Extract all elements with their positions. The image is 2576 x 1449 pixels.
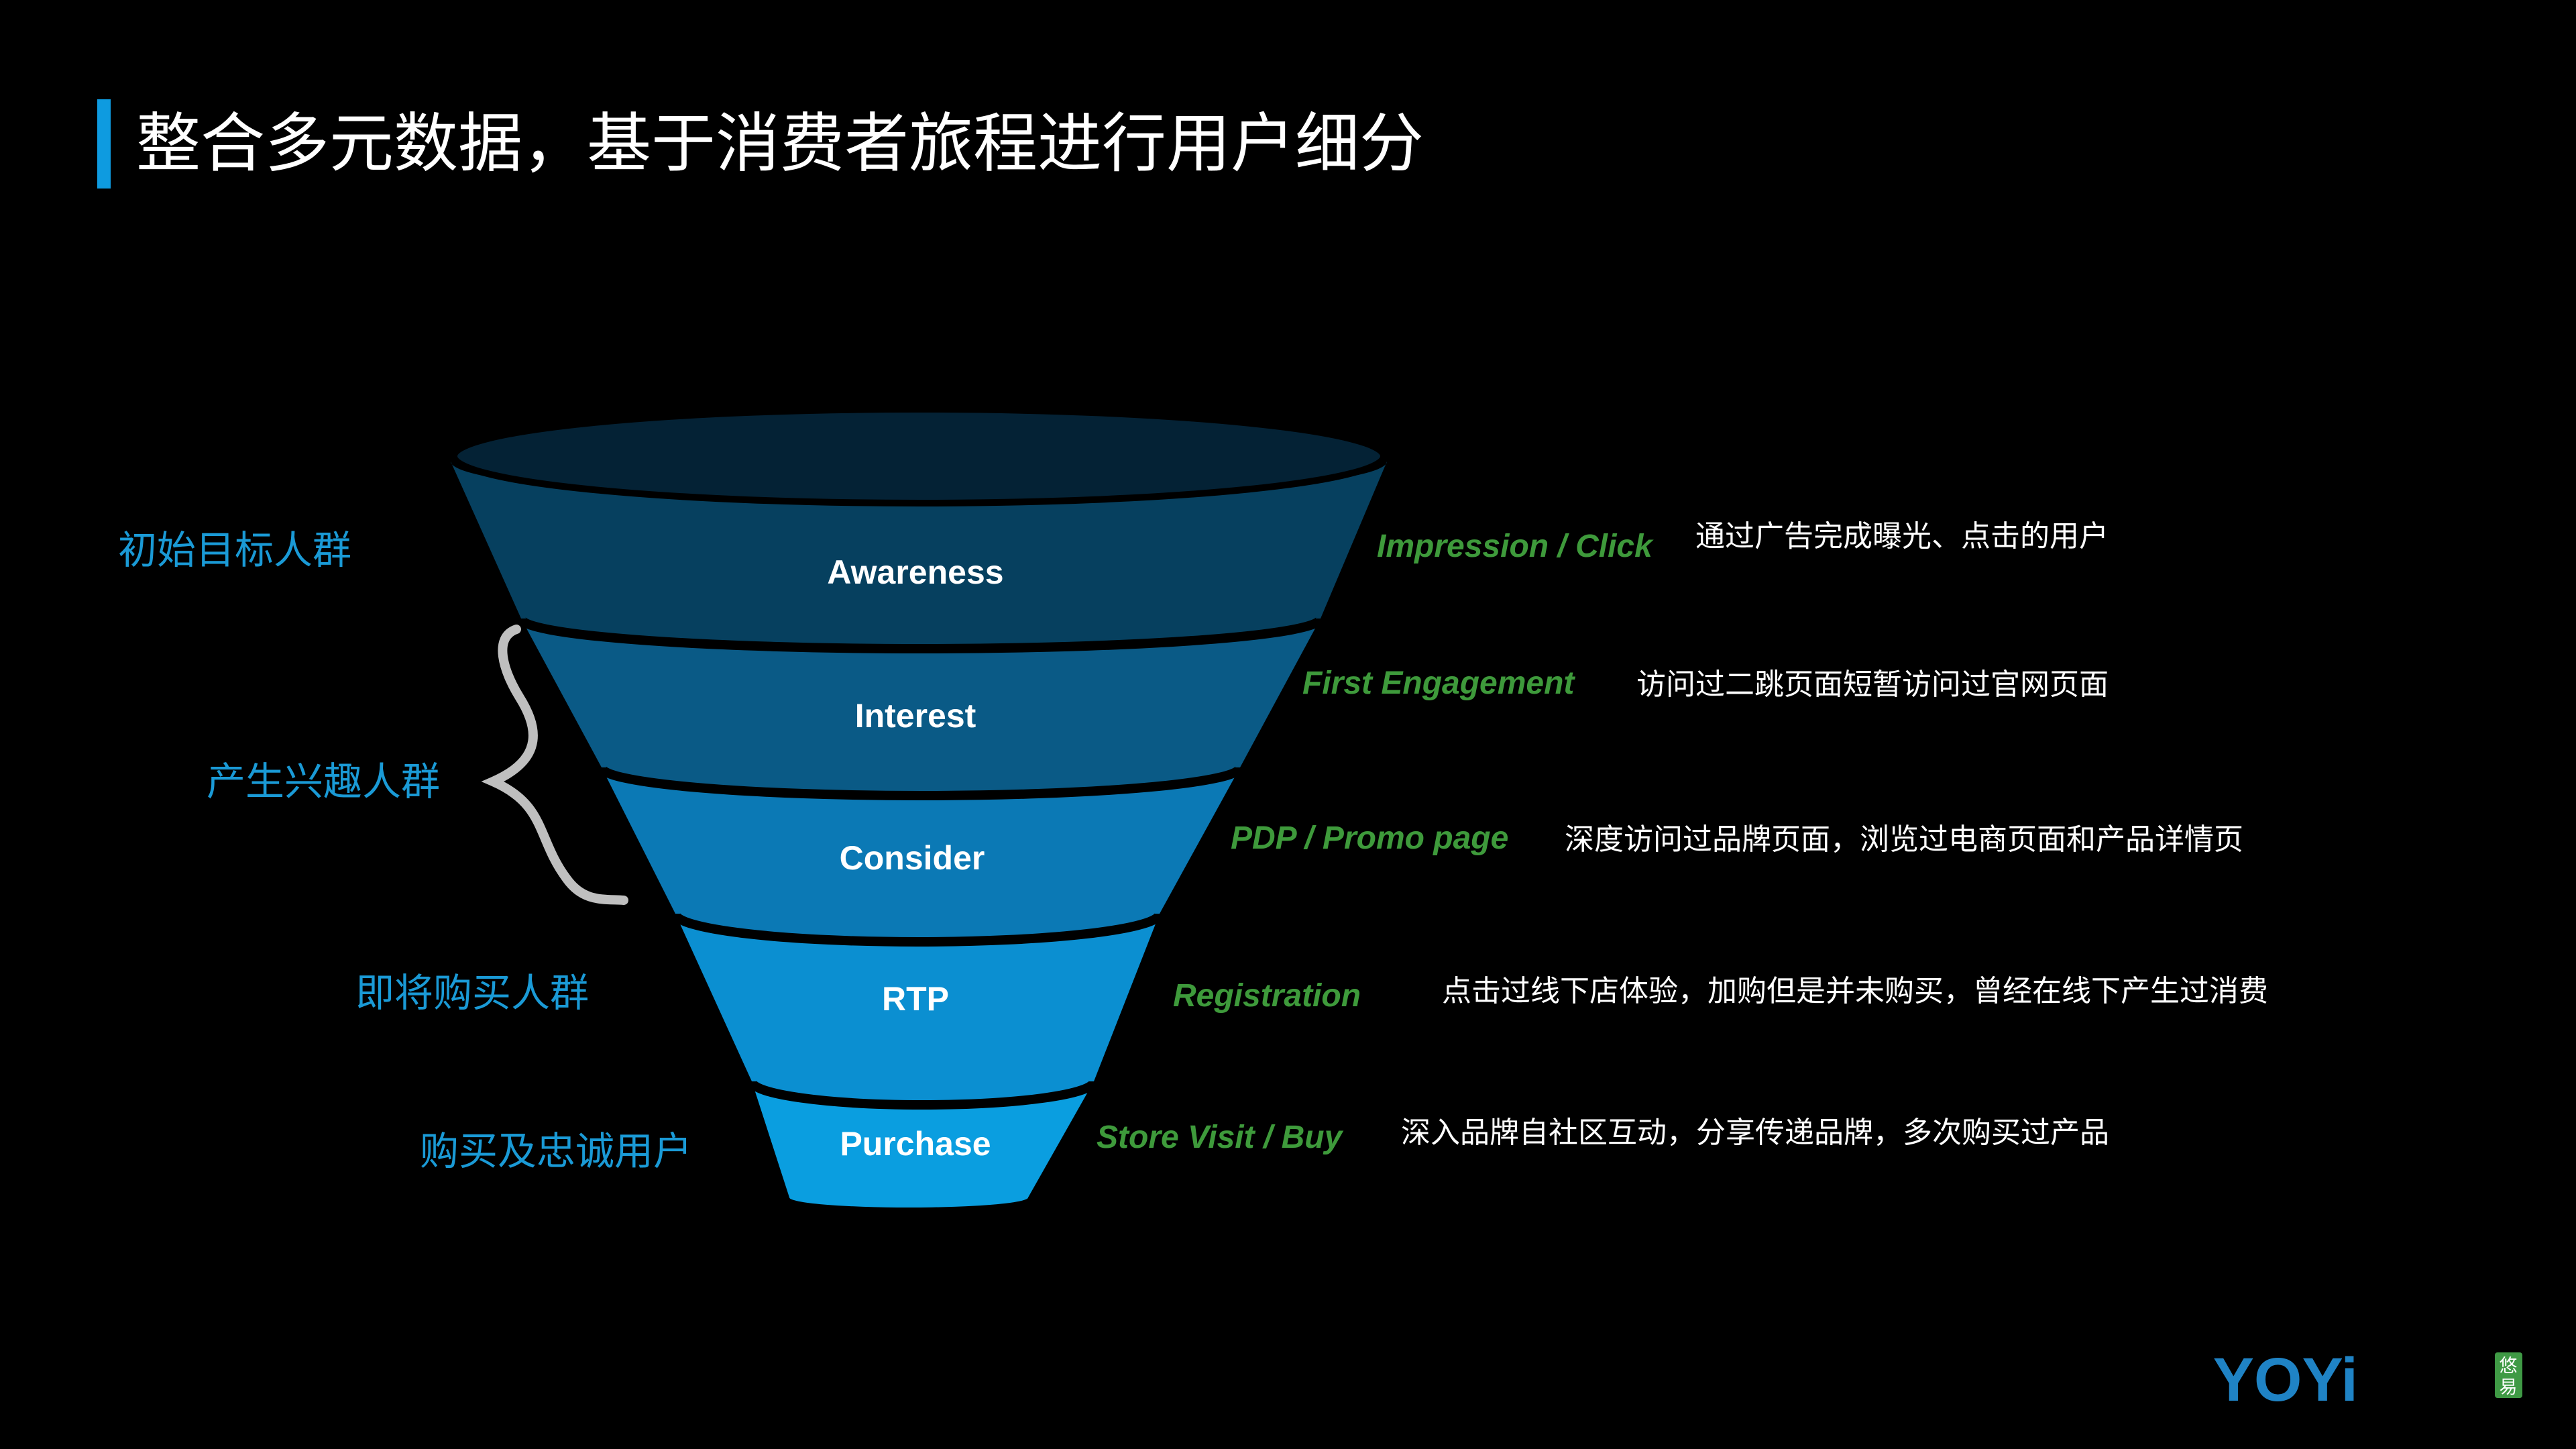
metric-purchase: Store Visit / Buy	[1097, 1120, 1344, 1155]
funnel-stage-labels: Awareness Interest Consider RTP Purchase	[827, 553, 1003, 1163]
stage-label-awareness: Awareness	[827, 553, 1003, 591]
stage-descriptions: 通过广告完成曝光、点击的用户 访问过二跳页面短暂访问过官网页面 深度访问过品牌页…	[1401, 519, 2268, 1150]
description-consider: 深度访问过品牌页面，浏览过电商页面和产品详情页	[1565, 822, 2243, 857]
stage-metrics: Impression / Click First Engagement PDP …	[1097, 529, 1654, 1155]
segment-label-loyal: 购买及忠诚用户	[420, 1128, 692, 1174]
stage-label-consider: Consider	[840, 839, 985, 877]
segment-labels: 初始目标人群 产生兴趣人群 即将购买人群 购买及忠诚用户	[118, 527, 692, 1174]
metric-interest: First Engagement	[1302, 665, 1575, 701]
metric-rtp: Registration	[1173, 978, 1361, 1014]
metric-consider: PDP / Promo page	[1231, 820, 1508, 856]
funnel-divider	[597, 765, 1245, 800]
funnel-stage-purchase	[752, 1081, 1094, 1208]
funnel-stage-consider	[602, 767, 1240, 942]
description-purchase: 深入品牌自社区互动，分享传递品牌，多次购买过产品	[1401, 1116, 2109, 1150]
description-rtp: 点击过线下店体验，加购但是并未购买，曾经在线下产生过消费	[1442, 974, 2268, 1008]
segment-label-interest: 产生兴趣人群	[207, 759, 440, 804]
funnel-stages	[451, 406, 1387, 1208]
funnel-stage-interest	[521, 619, 1321, 796]
funnel-divider	[671, 912, 1164, 947]
metric-awareness: Impression / Click	[1377, 529, 1654, 564]
segment-label-initial: 初始目标人群	[118, 527, 351, 573]
curly-brace	[481, 625, 628, 905]
logo-badge	[2495, 1352, 2522, 1398]
description-awareness: 通过广告完成曝光、点击的用户	[1695, 519, 2109, 553]
logo-char-1: 悠	[2500, 1356, 2518, 1377]
logo-char-2: 易	[2500, 1377, 2518, 1398]
page-title: 整合多元数据，基于消费者旅程进行用户细分	[136, 106, 1424, 181]
description-interest: 访问过二跳页面短暂访问过官网页面	[1636, 667, 2109, 702]
stage-label-rtp: RTP	[882, 980, 949, 1018]
funnel-top-opening	[451, 406, 1387, 506]
title-accent-bar	[97, 99, 111, 189]
funnel-stage-rtp	[675, 914, 1160, 1105]
stage-label-purchase: Purchase	[840, 1125, 991, 1163]
funnel-divider	[747, 1080, 1099, 1110]
logo: YOYi 悠 易	[2213, 1346, 2522, 1414]
funnel-divider	[516, 616, 1325, 653]
stage-label-interest: Interest	[855, 697, 976, 735]
segment-label-intent: 即将购买人群	[355, 970, 589, 1016]
logo-wordmark: YOYi	[2213, 1346, 2358, 1414]
funnel-stage-awareness	[451, 462, 1387, 649]
